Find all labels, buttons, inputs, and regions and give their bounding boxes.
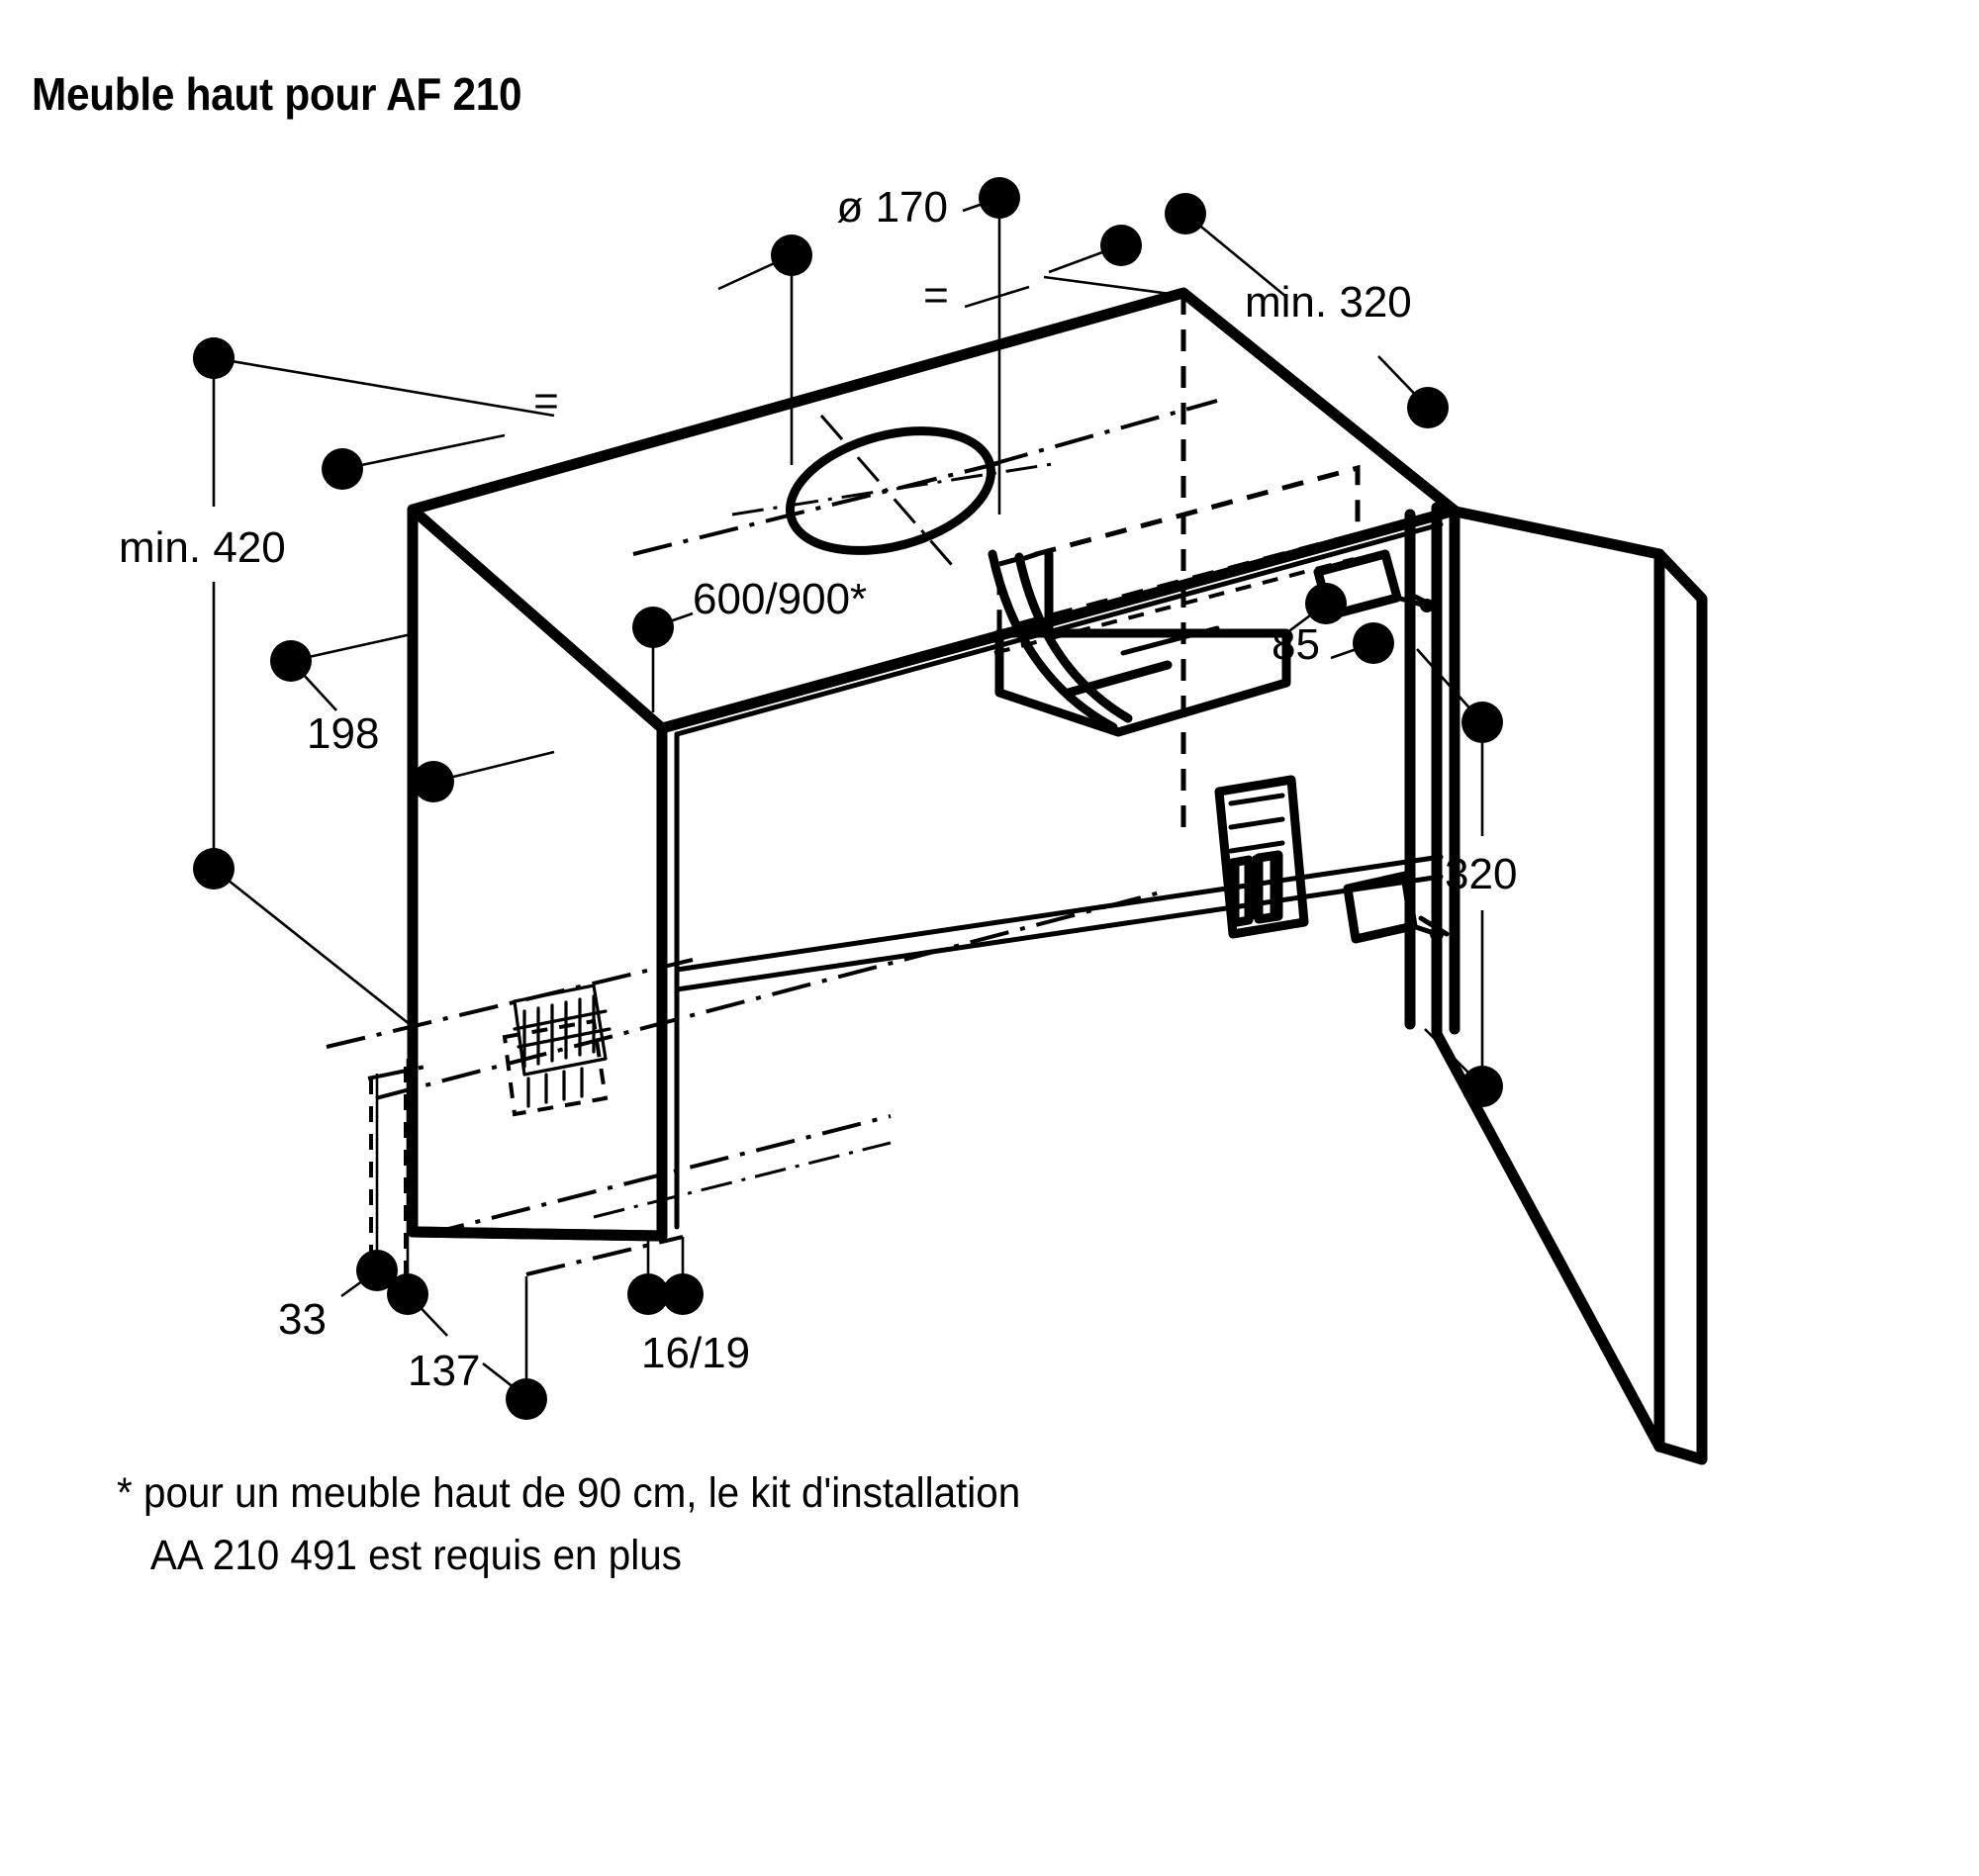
equal-mark-left: = (193, 337, 559, 490)
terminal-block-left (502, 984, 612, 1117)
dimension-198: 198 (270, 631, 555, 802)
equal-mark-right: = (923, 225, 1193, 320)
dimension-137: 137 (387, 1059, 684, 1420)
dimension-label-width-600-900: 600/900* (693, 575, 867, 623)
connector-block-right (1214, 775, 1309, 939)
cable-route-centerlines (326, 889, 1169, 1237)
dimension-label-33: 33 (278, 1295, 327, 1344)
bottom-reference-lines (367, 1065, 426, 1276)
dimension-label-min-420: min. 420 (119, 523, 286, 572)
hole-centerline-extension (632, 399, 1218, 556)
footnote: * pour un meuble haut de 90 cm, le kit d… (117, 1462, 1020, 1587)
equal-mark-right-label: = (923, 271, 949, 320)
dimension-label-diameter-170: ø 170 (836, 183, 948, 232)
dimension-320: 320 (1416, 648, 1517, 1107)
hood-funnel (988, 549, 1133, 732)
dimension-label-198: 198 (307, 709, 379, 758)
dimension-85: 85 (1272, 583, 1394, 669)
page-title: Meuble haut pour AF 210 (32, 68, 522, 120)
duct-cutout-hole (731, 415, 1060, 573)
dimension-label-min-320: min. 320 (1245, 278, 1412, 327)
cabinet-interior-left-edge (657, 723, 680, 1241)
dimension-width-600-900: 600/900* (632, 575, 867, 712)
footnote-line-2: AA 210 491 est requis en plus (149, 1532, 682, 1579)
dimension-label-320: 320 (1445, 850, 1517, 898)
dimension-min-420: min. 420 (119, 337, 417, 1031)
cabinet-door (1431, 502, 1708, 1465)
dimension-min-320: min. 320 (1165, 193, 1449, 428)
equal-mark-left-label: = (533, 377, 559, 425)
dimension-label-137: 137 (408, 1347, 480, 1395)
dimension-16-19: 16/19 (627, 1237, 750, 1377)
dimension-label-85: 85 (1272, 620, 1320, 669)
cabinet-bottom-shelf (674, 854, 1444, 992)
dimension-33: 33 (278, 1074, 398, 1344)
dimension-label-16-19: 16/19 (641, 1329, 750, 1377)
footnote-line-1: * pour un meuble haut de 90 cm, le kit d… (117, 1469, 1021, 1517)
bracket-lower-right (1343, 871, 1450, 944)
dimension-diameter-170: ø 170 (717, 177, 1020, 515)
